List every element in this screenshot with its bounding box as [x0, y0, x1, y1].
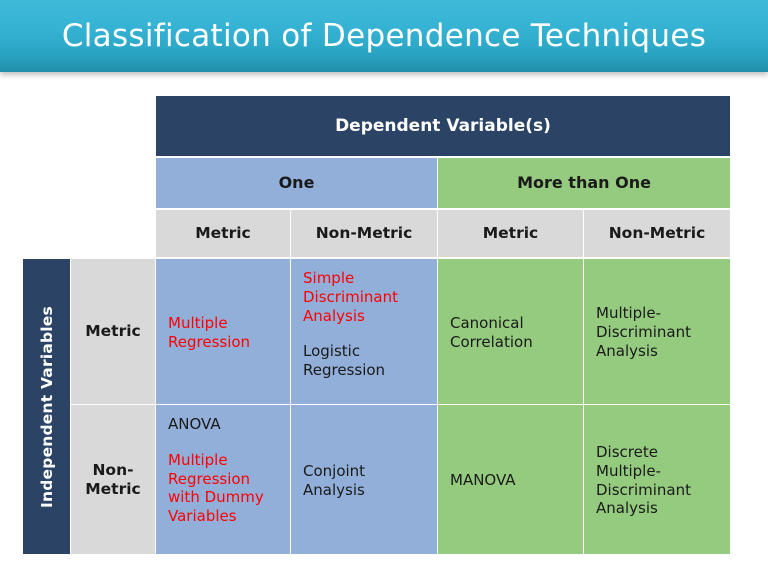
- axis-label-text: Independent Variables: [37, 305, 56, 508]
- cell-entry-logistic-regression: Logistic Regression: [303, 342, 386, 379]
- column-header-more-non-metric: Non-Metric: [584, 210, 730, 257]
- cell-nonmetric-one-metric: ANOVA Multiple Regression with Dummy Var…: [156, 405, 290, 554]
- cell-entry-manova: MANOVA: [450, 471, 516, 490]
- cell-entry-discrete-multiple-discriminant: Discrete Multiple- Discriminant Analysis: [596, 443, 691, 518]
- column-header-one-metric: Metric: [156, 210, 290, 257]
- cell-nonmetric-more-metric: MANOVA: [438, 405, 583, 554]
- entry-spacer: [303, 325, 425, 342]
- column-group-more-than-one: More than One: [438, 158, 730, 208]
- cell-entry-anova: ANOVA: [168, 415, 221, 433]
- page-title: Classification of Dependence Techniques: [61, 18, 707, 54]
- cell-entry-multiple-discriminant-analysis: Multiple- Discriminant Analysis: [596, 304, 691, 360]
- dependent-variable-axis-title: Dependent Variable(s): [156, 96, 730, 156]
- cell-nonmetric-one-nonmetric: Conjoint Analysis: [291, 405, 437, 554]
- classification-matrix: Dependent Variable(s) One More than One …: [23, 96, 730, 554]
- independent-variables-axis-title: Independent Variables: [23, 259, 70, 554]
- cell-metric-one-metric: Multiple Regression: [156, 259, 290, 404]
- cell-entry-simple-discriminant-analysis: Simple Discriminant Analysis: [303, 269, 398, 325]
- cell-entry-conjoint-analysis: Conjoint Analysis: [303, 461, 366, 499]
- cell-metric-more-nonmetric: Multiple- Discriminant Analysis: [584, 259, 730, 404]
- column-header-one-non-metric: Non-Metric: [291, 210, 437, 257]
- cell-metric-one-nonmetric: Simple Discriminant Analysis Logistic Re…: [291, 259, 437, 404]
- cell-metric-more-metric: Canonical Correlation: [438, 259, 583, 404]
- entry-spacer: [168, 434, 278, 451]
- row-header-non-metric-text: Non- Metric: [85, 460, 141, 498]
- row-header-metric-text: Metric: [85, 322, 141, 341]
- cell-entry-multiple-regression-dummy: Multiple Regression with Dummy Variables: [168, 450, 264, 525]
- title-banner: Classification of Dependence Techniques: [0, 0, 768, 72]
- row-header-metric: Metric: [71, 259, 155, 404]
- cell-entry-canonical-correlation: Canonical Correlation: [450, 313, 533, 351]
- column-header-more-metric: Metric: [438, 210, 583, 257]
- cell-entry-multiple-regression: Multiple Regression: [168, 313, 251, 351]
- column-group-one: One: [156, 158, 437, 208]
- cell-nonmetric-more-nonmetric: Discrete Multiple- Discriminant Analysis: [584, 405, 730, 554]
- row-header-non-metric: Non- Metric: [71, 405, 155, 554]
